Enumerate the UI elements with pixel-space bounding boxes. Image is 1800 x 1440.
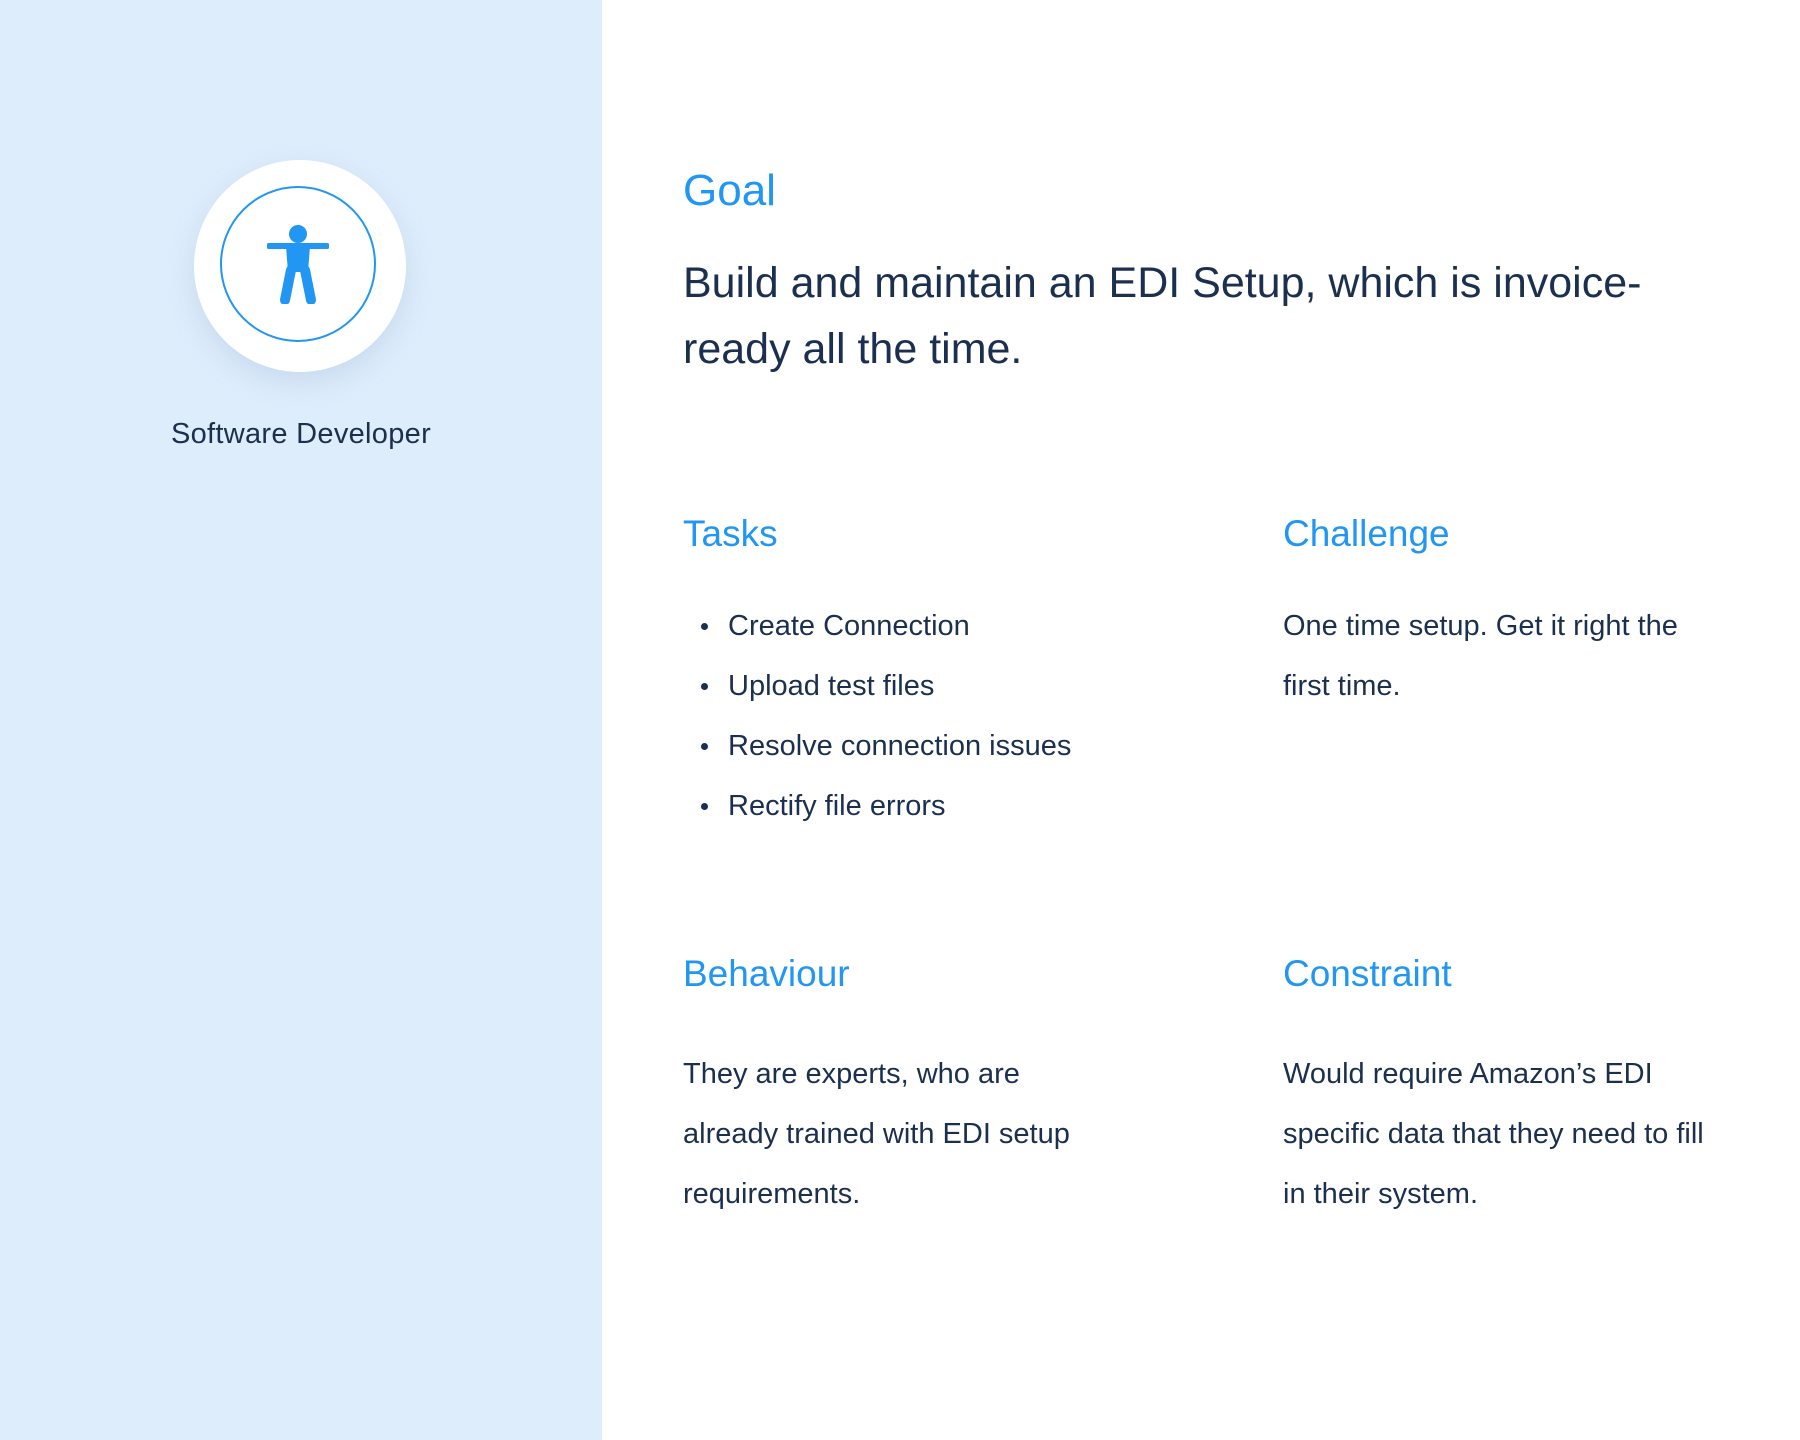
list-item: Upload test files <box>683 656 1153 716</box>
challenge-text: One time setup. Get it right the first t… <box>1283 610 1678 702</box>
goal-text: Build and maintain an EDI Setup, which i… <box>683 259 1642 373</box>
list-item: Rectify file errors <box>683 776 1153 836</box>
tasks-list: Create Connection Upload test files Reso… <box>683 596 1153 836</box>
bullet-icon <box>701 803 708 810</box>
constraint-text: Would require Amazon’s EDI specific data… <box>1283 1058 1704 1210</box>
behaviour-text: They are experts, who are already traine… <box>683 1058 1070 1210</box>
goal-heading: Goal <box>683 166 776 215</box>
bullet-icon <box>701 623 708 630</box>
accessibility-person-icon <box>267 225 329 304</box>
tasks-section: Tasks Create Connection Upload test file… <box>683 512 1153 836</box>
constraint-section: Constraint Would require Amazon’s EDI sp… <box>1283 952 1733 1224</box>
list-item: Resolve connection issues <box>683 716 1153 776</box>
bullet-icon <box>701 743 708 750</box>
task-label: Upload test files <box>728 670 935 702</box>
bullet-icon <box>701 683 708 690</box>
behaviour-heading: Behaviour <box>683 953 850 994</box>
challenge-heading: Challenge <box>1283 513 1450 554</box>
avatar <box>194 160 406 372</box>
list-item: Create Connection <box>683 596 1153 656</box>
persona-role: Software Developer <box>170 418 432 450</box>
task-label: Rectify file errors <box>728 790 946 822</box>
constraint-heading: Constraint <box>1283 953 1452 994</box>
task-label: Create Connection <box>728 610 970 642</box>
behaviour-section: Behaviour They are experts, who are alre… <box>683 952 1103 1224</box>
persona-sidebar: Software Developer <box>0 0 602 1440</box>
tasks-heading: Tasks <box>683 513 778 554</box>
avatar-ring <box>220 186 376 342</box>
task-label: Resolve connection issues <box>728 730 1072 762</box>
challenge-section: Challenge One time setup. Get it right t… <box>1283 512 1723 716</box>
persona-details: Goal Build and maintain an EDI Setup, wh… <box>683 0 1763 1440</box>
